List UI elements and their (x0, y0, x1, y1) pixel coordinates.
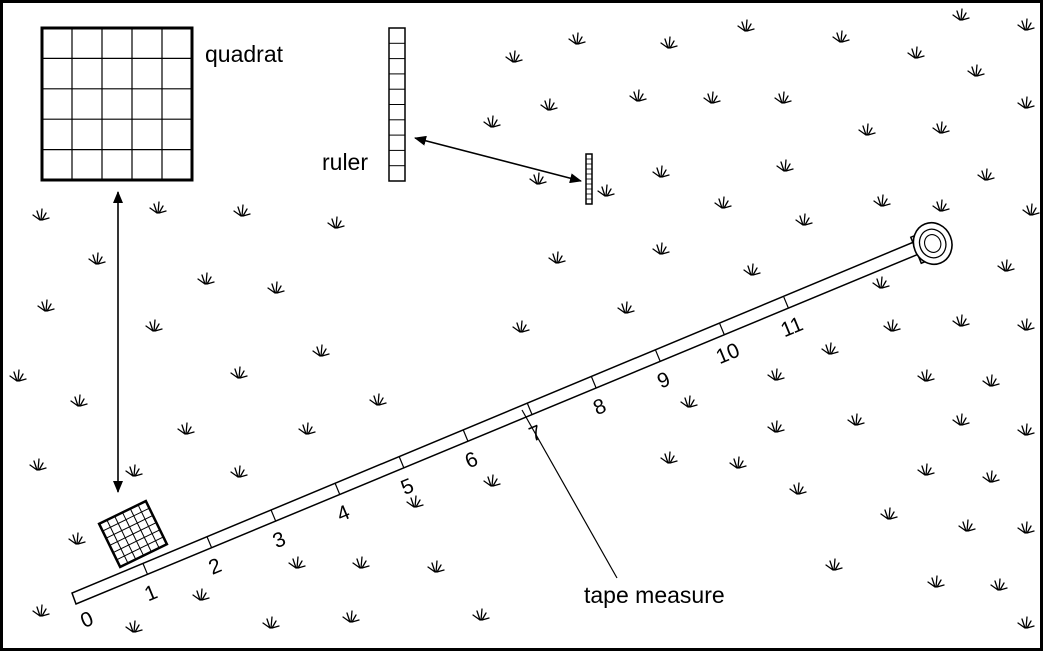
quadrat-label: quadrat (205, 41, 284, 67)
tape-tick (142, 563, 149, 575)
tape-tick (783, 296, 789, 309)
tape-measure-label: tape measure (584, 582, 725, 608)
tape-tick (398, 456, 405, 469)
tape-tick (590, 376, 597, 389)
quadrat-small (97, 499, 169, 569)
tape-tick (206, 536, 213, 548)
tape-tick (526, 403, 533, 415)
tape-reel-icon (909, 221, 953, 266)
quadrat-large (40, 26, 194, 182)
tape-tick (462, 429, 469, 442)
tape-tick (270, 509, 277, 522)
tape-tick (655, 350, 661, 362)
ruler-label: ruler (322, 149, 368, 175)
ruler-double-arrow (414, 135, 582, 184)
tape-tick (334, 483, 341, 495)
tape-tick (719, 323, 725, 335)
ruler-large (388, 27, 406, 182)
ruler-small (585, 153, 593, 205)
tape-measure-leader (521, 409, 618, 579)
